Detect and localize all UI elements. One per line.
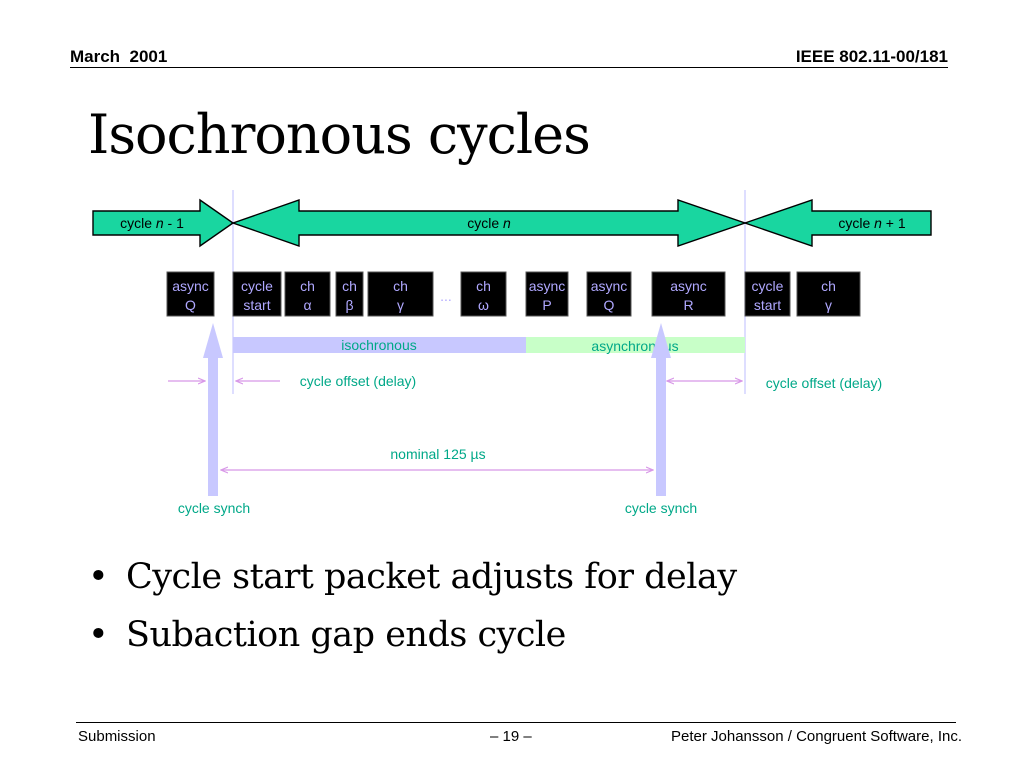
footer-rule — [76, 722, 956, 723]
cycle-synch-arrow-right — [651, 323, 671, 496]
packet-label-line2: α — [303, 297, 311, 313]
cycle-n-label: cycle n — [467, 215, 511, 231]
packet-label-line2: γ — [397, 297, 404, 313]
header-date: March 2001 — [70, 47, 168, 66]
packet-label-line1: ch — [342, 278, 357, 294]
packet-label-line2: P — [542, 297, 551, 313]
packet-row: asyncQcyclestartchαchβchγchωasyncPasyncQ… — [166, 271, 861, 317]
isochronous-cycle-diagram: cycle n - 1 cycle n cycle n + 1 asyncQcy… — [92, 190, 932, 516]
slide-title: Isochronous cycles — [88, 103, 591, 166]
isochronous-bar — [233, 337, 526, 353]
bullet-marker: • — [88, 615, 109, 655]
cycle-synch-label-left: cycle synch — [178, 500, 250, 516]
cycle-n-plus-1-arrow: cycle n + 1 — [742, 199, 932, 247]
packet-label-line1: ch — [476, 278, 491, 294]
cycle-n-minus-1-label: cycle n - 1 — [120, 215, 184, 231]
cycle-offset-label-right: cycle offset (delay) — [766, 375, 882, 391]
cycle-n-arrow: cycle n — [230, 199, 748, 247]
packet-label-line1: ch — [821, 278, 836, 294]
cycle-offset-label-left: cycle offset (delay) — [300, 373, 416, 389]
isochronous-label: isochronous — [341, 337, 417, 353]
cycle-synch-label-right: cycle synch — [625, 500, 697, 516]
packet-cycle-start: cycle start — [744, 271, 791, 317]
packet-label-line2: R — [683, 297, 693, 313]
asynchronous-bar — [526, 337, 745, 353]
packet-label-line2: β — [345, 297, 353, 313]
footer-submission: Submission — [78, 728, 156, 745]
packet-label-line2: start — [243, 297, 270, 313]
packet-cycle-start: cycle start — [232, 271, 282, 317]
packet-label-line2: Q — [185, 297, 196, 313]
packet-label-line1: cycle — [241, 278, 273, 294]
bullet-marker: • — [88, 557, 109, 597]
footer-author: Peter Johansson / Congruent Software, In… — [671, 728, 962, 745]
packet-label-line2: Q — [604, 297, 615, 313]
packet-ch-omega: ch ω — [460, 271, 507, 317]
cycle-n-plus-1-label: cycle n + 1 — [838, 215, 906, 231]
packet-ch-gamma: ch γ — [367, 271, 434, 317]
header-rule — [70, 67, 948, 68]
packet-label-line1: cycle — [752, 278, 784, 294]
packet-ch-alpha: ch α — [284, 271, 331, 317]
bullet-item: • Subaction gap ends cycle — [88, 606, 737, 664]
footer-page-number: – 19 – — [490, 728, 532, 745]
cycle-n-minus-1-arrow: cycle n - 1 — [92, 198, 235, 248]
packet-label-line1: async — [172, 278, 209, 294]
packet-label-line1: async — [529, 278, 566, 294]
nominal-period-label: nominal 125 µs — [390, 446, 485, 462]
packet-label-line1: ch — [300, 278, 315, 294]
packet-label-line1: async — [670, 278, 707, 294]
bullet-text: Cycle start packet adjusts for delay — [126, 557, 737, 597]
cycle-synch-arrow-left — [203, 323, 223, 496]
bullet-text: Subaction gap ends cycle — [126, 615, 566, 655]
packet-ellipsis: ... — [440, 288, 452, 304]
packet-ch-beta: ch β — [335, 271, 364, 317]
header-doc-id: IEEE 802.11-00/181 — [795, 47, 948, 66]
packet-label-line2: γ — [825, 297, 832, 313]
packet-label-line1: async — [591, 278, 628, 294]
bullet-item: • Cycle start packet adjusts for delay — [88, 548, 737, 606]
packet-label-line1: ch — [393, 278, 408, 294]
packet-label-line2: ω — [478, 297, 489, 313]
packet-label-line2: start — [754, 297, 781, 313]
bullet-list: • Cycle start packet adjusts for delay • S… — [88, 548, 737, 664]
packet-ch-gamma: ch γ — [796, 271, 861, 317]
